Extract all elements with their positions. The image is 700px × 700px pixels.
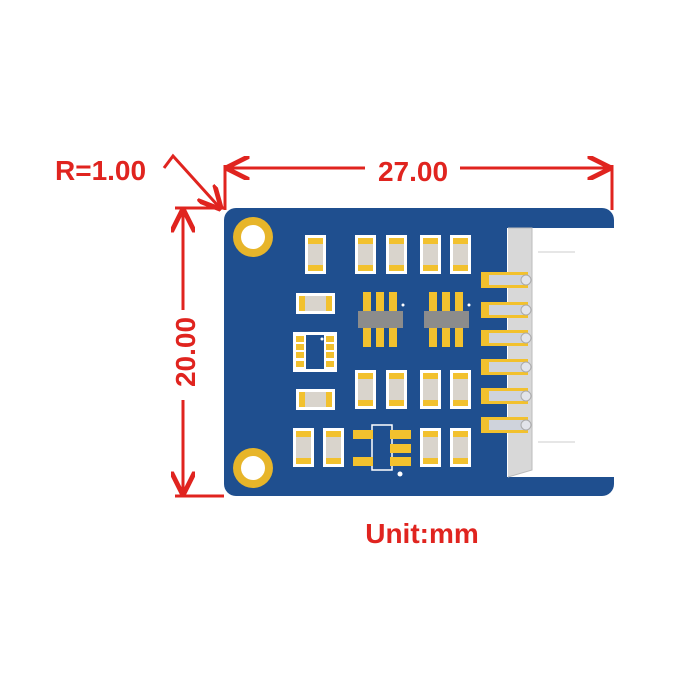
smd-resistor xyxy=(450,370,471,409)
connector-pin xyxy=(481,330,532,346)
smd-resistor xyxy=(355,370,376,409)
radius-label: R=1.00 xyxy=(55,155,146,186)
connector-pin xyxy=(481,388,532,404)
smd-resistor xyxy=(305,235,326,274)
unit-label: Unit:mm xyxy=(365,518,479,549)
smd-resistor xyxy=(420,235,441,274)
connector-pin xyxy=(481,417,532,433)
smd-resistor xyxy=(296,389,335,410)
smd-resistor xyxy=(296,293,335,314)
pcb-board xyxy=(224,208,622,496)
connector-pin xyxy=(481,302,532,318)
dfn8-chip xyxy=(293,332,337,372)
smd-resistor xyxy=(450,235,471,274)
ic-chip xyxy=(358,292,405,347)
radius-leader xyxy=(162,153,220,208)
width-label: 27.00 xyxy=(378,156,448,187)
regulator-chip xyxy=(353,424,411,477)
smd-resistor xyxy=(420,370,441,409)
smd-resistor xyxy=(323,428,344,467)
connector xyxy=(481,227,622,478)
connector-pin xyxy=(481,359,532,375)
mounting-hole-bottom xyxy=(233,448,273,488)
smd-resistor xyxy=(386,370,407,409)
smd-resistor xyxy=(420,428,441,467)
smd-resistor xyxy=(450,428,471,467)
connector-pin xyxy=(481,272,532,288)
smd-resistor xyxy=(293,428,314,467)
smd-resistor xyxy=(386,235,407,274)
mounting-hole-top xyxy=(233,217,273,257)
height-label: 20.00 xyxy=(170,317,201,387)
ic-chip xyxy=(424,292,471,347)
smd-resistor xyxy=(355,235,376,274)
